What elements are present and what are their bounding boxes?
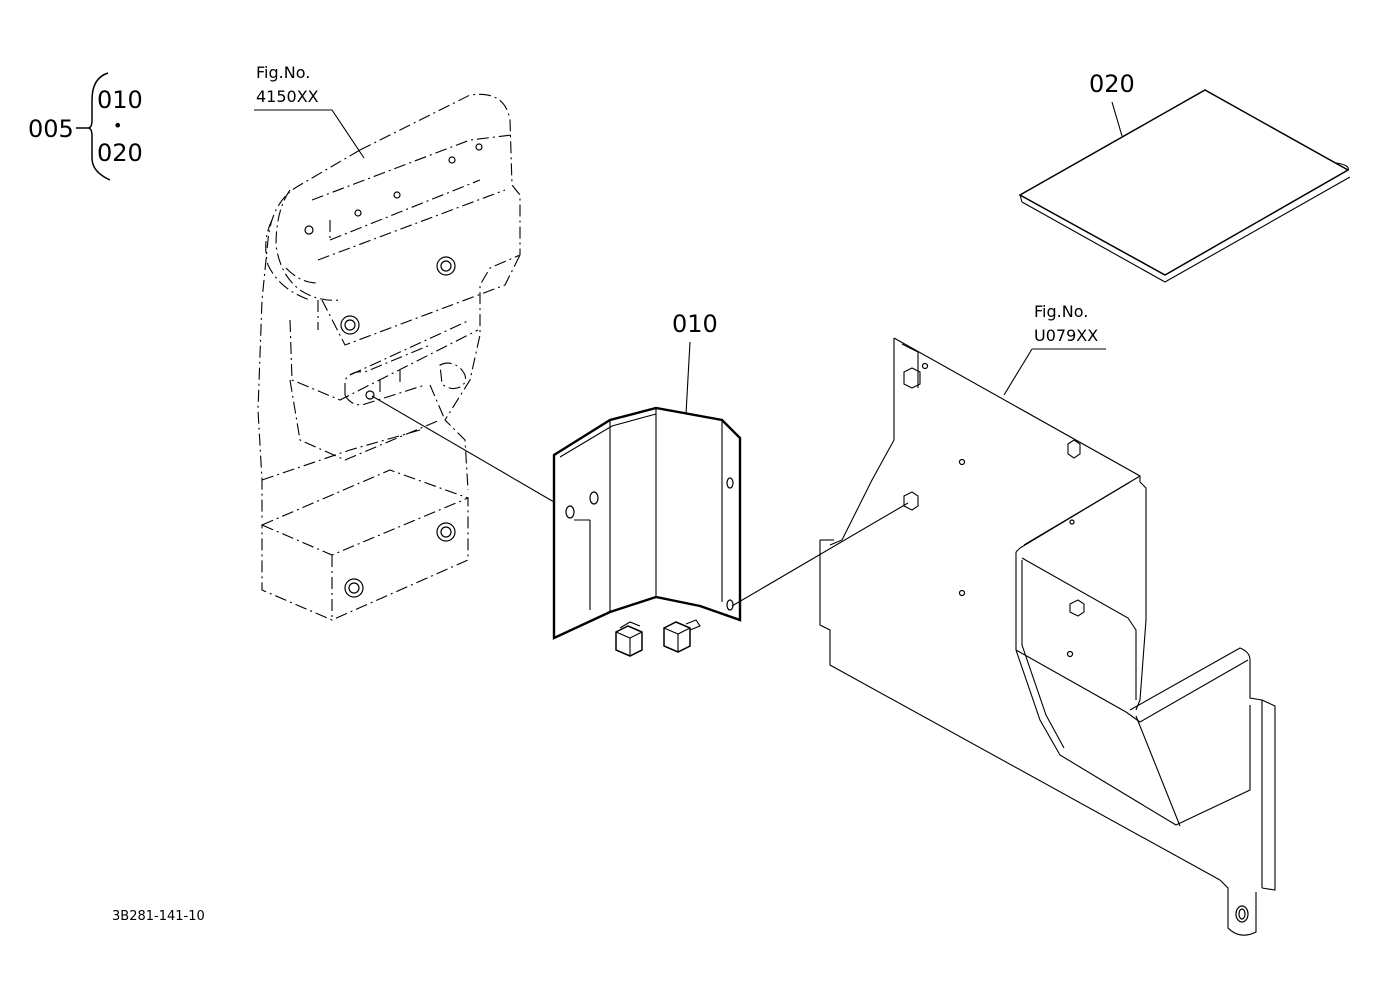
callout-020-leader <box>1111 101 1123 137</box>
bolt-left <box>615 621 643 657</box>
fig-ref-1-code: 4150XX <box>256 87 319 106</box>
frame-panel-u079xx <box>819 337 1276 936</box>
fig-ref-1-title: Fig.No. <box>256 63 310 82</box>
assembly-label-005: 005 <box>28 115 74 143</box>
assembly-dot: • <box>113 116 122 135</box>
fig-ref-u079xx: Fig.No. U079XX <box>1003 302 1106 396</box>
assembly-item-020: 020 <box>97 139 143 167</box>
callout-010: 010 <box>672 310 718 338</box>
callout-020: 020 <box>1089 70 1135 98</box>
part-020-sheet: 020 <box>1018 70 1351 283</box>
assembly-item-010: 010 <box>97 86 143 114</box>
bolt-right <box>663 619 701 653</box>
assembly-bracket-group: 005 010 • 020 <box>28 72 143 181</box>
part-010-cover: 010 <box>552 310 742 657</box>
fig-ref-2-code: U079XX <box>1034 326 1098 345</box>
fig-ref-4150xx: Fig.No. 4150XX <box>254 63 365 159</box>
drawing-code: 3B281-141-10 <box>112 909 205 924</box>
assembly-lines <box>371 395 909 607</box>
callout-010-leader <box>685 341 691 415</box>
frame-casting-4150xx <box>257 93 521 621</box>
fig-ref-1-leader <box>254 109 365 159</box>
fig-ref-2-title: Fig.No. <box>1034 302 1088 321</box>
assembly-brace <box>87 72 111 181</box>
